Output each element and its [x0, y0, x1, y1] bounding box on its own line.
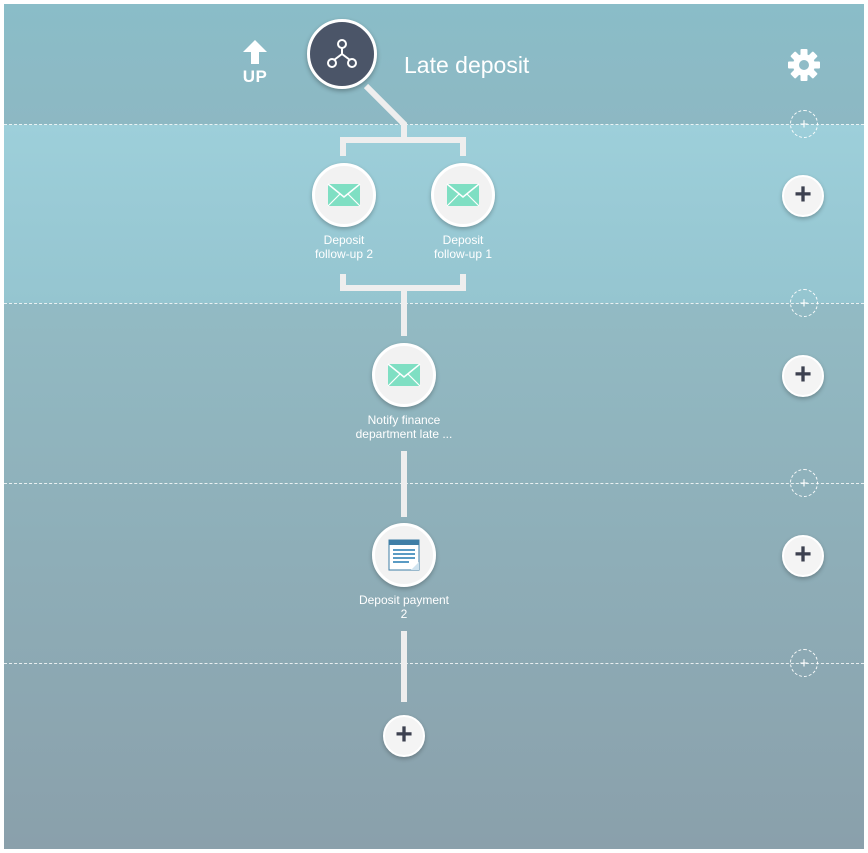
hierarchy-icon	[327, 39, 357, 68]
node-label: Notify finance department late ...	[344, 413, 464, 441]
node-label-line: Deposit	[323, 233, 365, 247]
up-button[interactable]: UP	[238, 38, 272, 90]
plus-icon: +	[794, 178, 812, 211]
branch-merge-connector	[340, 274, 466, 291]
node-label-line: Notify finance	[367, 413, 441, 427]
plus-icon: +	[799, 654, 809, 672]
row-divider	[4, 124, 864, 125]
insert-row-button[interactable]: +	[790, 469, 818, 497]
node-label-line: department late ...	[355, 427, 453, 441]
add-to-row-button[interactable]: +	[782, 535, 824, 577]
plus-icon: +	[799, 115, 809, 133]
node-deposit-payment-2[interactable]	[372, 523, 436, 587]
page-title: Late deposit	[404, 52, 530, 78]
node-label: Deposit follow-up 2	[284, 233, 404, 261]
add-step-button[interactable]: +	[383, 715, 425, 757]
node-deposit-follow-up-2[interactable]	[312, 163, 376, 227]
settings-button[interactable]	[786, 47, 822, 83]
root-connector	[363, 83, 407, 138]
up-label: UP	[242, 67, 268, 86]
node-label-line: Deposit payment	[358, 593, 450, 607]
email-icon	[446, 183, 480, 207]
plus-icon: +	[794, 358, 812, 391]
node-label-line: Deposit	[442, 233, 484, 247]
row-divider	[4, 303, 864, 304]
plus-icon: +	[794, 538, 812, 571]
node-label: Deposit follow-up 1	[403, 233, 523, 261]
node-label: Deposit payment 2	[344, 593, 464, 621]
plus-icon: +	[799, 474, 809, 492]
root-node[interactable]	[307, 19, 377, 89]
row-divider	[4, 663, 864, 664]
form-icon	[388, 539, 420, 571]
highlighted-row	[4, 125, 864, 303]
row-divider	[4, 483, 864, 484]
node-notify-finance[interactable]	[372, 343, 436, 407]
node-label-line: follow-up 1	[433, 247, 493, 261]
branch-split-connector	[340, 137, 466, 156]
email-icon	[387, 363, 421, 387]
workflow-canvas: UP Late deposit	[4, 4, 864, 849]
node-label-line: 2	[400, 607, 408, 621]
insert-row-button[interactable]: +	[790, 649, 818, 677]
header-band	[4, 4, 864, 124]
plus-icon: +	[799, 294, 809, 312]
add-to-row-button[interactable]: +	[782, 175, 824, 217]
plus-icon: +	[395, 718, 413, 751]
add-to-row-button[interactable]: +	[782, 355, 824, 397]
insert-row-button[interactable]: +	[790, 110, 818, 138]
email-icon	[327, 183, 361, 207]
node-deposit-follow-up-1[interactable]	[431, 163, 495, 227]
gear-icon	[788, 49, 820, 81]
arrow-up-icon	[243, 40, 267, 64]
insert-row-button[interactable]: +	[790, 289, 818, 317]
node-label-line: follow-up 2	[314, 247, 374, 261]
connector-lines	[340, 83, 466, 702]
